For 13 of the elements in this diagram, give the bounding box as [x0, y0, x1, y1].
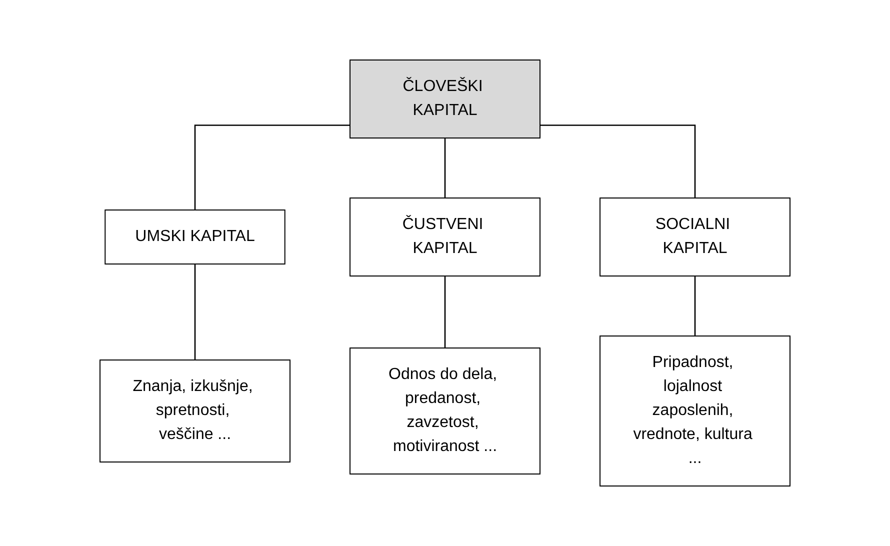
- node-box: Odnos do dela, predanost, zavzetost, motiviranost ...: [350, 348, 540, 474]
- connector: [444, 275, 446, 348]
- node-box: SOCIALNI KAPITAL: [600, 198, 790, 276]
- connector: [694, 275, 696, 336]
- node-box: Znanja, izkušnje, spretnosti, veščine ...: [100, 360, 290, 462]
- node-box: ČLOVEŠKI KAPITAL: [350, 60, 540, 138]
- node-box: ČUSTVENI KAPITAL: [350, 198, 540, 276]
- node-box: UMSKI KAPITAL: [104, 210, 286, 264]
- connector: [194, 263, 196, 360]
- connector: [540, 124, 696, 198]
- connector: [444, 137, 446, 198]
- connector: [194, 124, 350, 210]
- node-box: Pripadnost, lojalnost zaposlenih, vrednote, kultura ...: [600, 336, 790, 486]
